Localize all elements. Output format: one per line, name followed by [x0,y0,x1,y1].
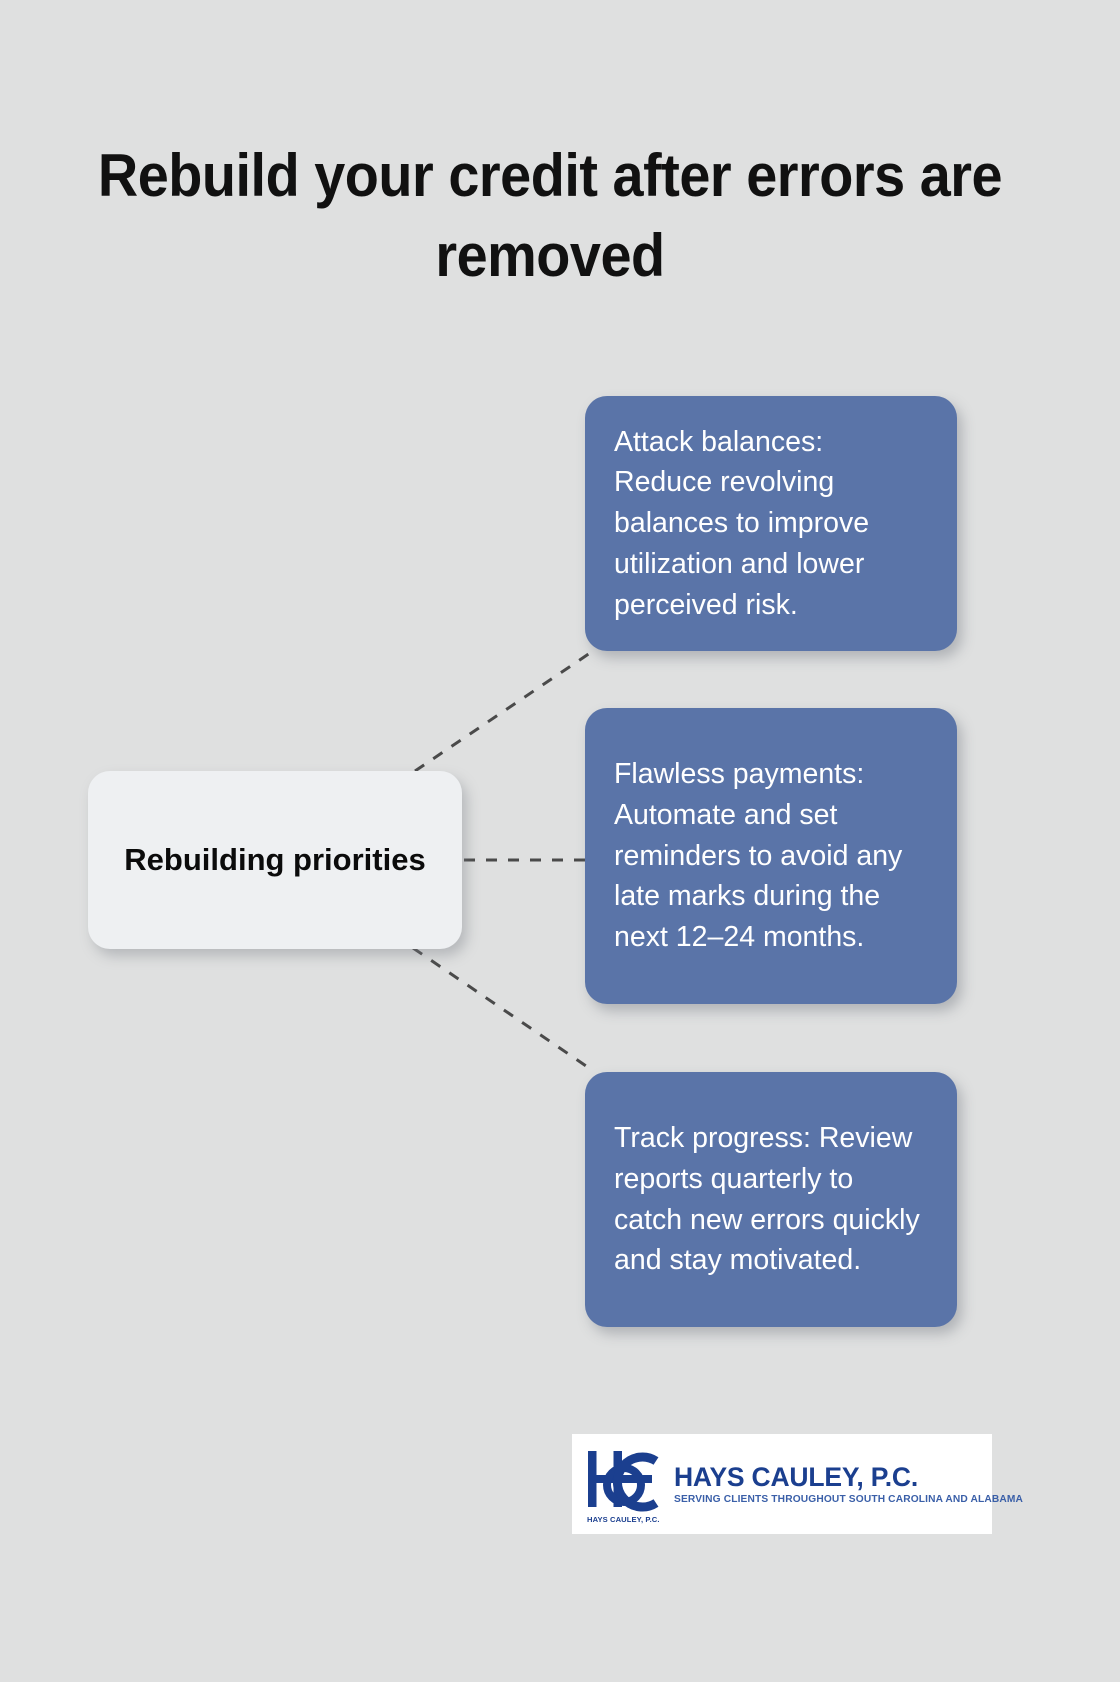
logo[interactable]: HAYS CAULEY, P.C. HAYS CAULEY, P.C. SERV… [572,1434,1023,1534]
branch-card-flawless-payments[interactable]: Flawless payments: Automate and set remi… [585,708,957,1004]
center-node[interactable]: Rebuilding priorities [88,771,462,949]
logo-firm-name: HAYS CAULEY, P.C. [674,1462,919,1493]
monogram-caption: HAYS CAULEY, P.C. [587,1515,660,1524]
page-title: Rebuild your credit after errors are rem… [97,142,1003,289]
branch-card-attack-balances[interactable]: Attack balances: Reduce revolving balanc… [585,396,957,651]
center-node-label: Rebuilding priorities [124,842,426,878]
hays-cauley-monogram-icon: HAYS CAULEY, P.C. [586,1447,664,1524]
branch-card-track-progress[interactable]: Track progress: Review reports quarterly… [585,1072,957,1327]
hc-monogram-svg [588,1451,659,1512]
logo-wordmark: HAYS CAULEY, P.C. SERVING CLIENTS THROUG… [674,1463,1023,1505]
logo-tagline: SERVING CLIENTS THROUGHOUT SOUTH CAROLIN… [674,1493,1024,1505]
branch-card-text: Attack balances: Reduce revolving balanc… [614,425,870,621]
branch-card-text: Flawless payments: Automate and set remi… [614,758,903,954]
branch-card-text: Track progress: Review reports quarterly… [614,1122,920,1277]
connector-line-to-branch-3 [412,946,593,1072]
connector-line-to-branch-1 [414,649,594,773]
